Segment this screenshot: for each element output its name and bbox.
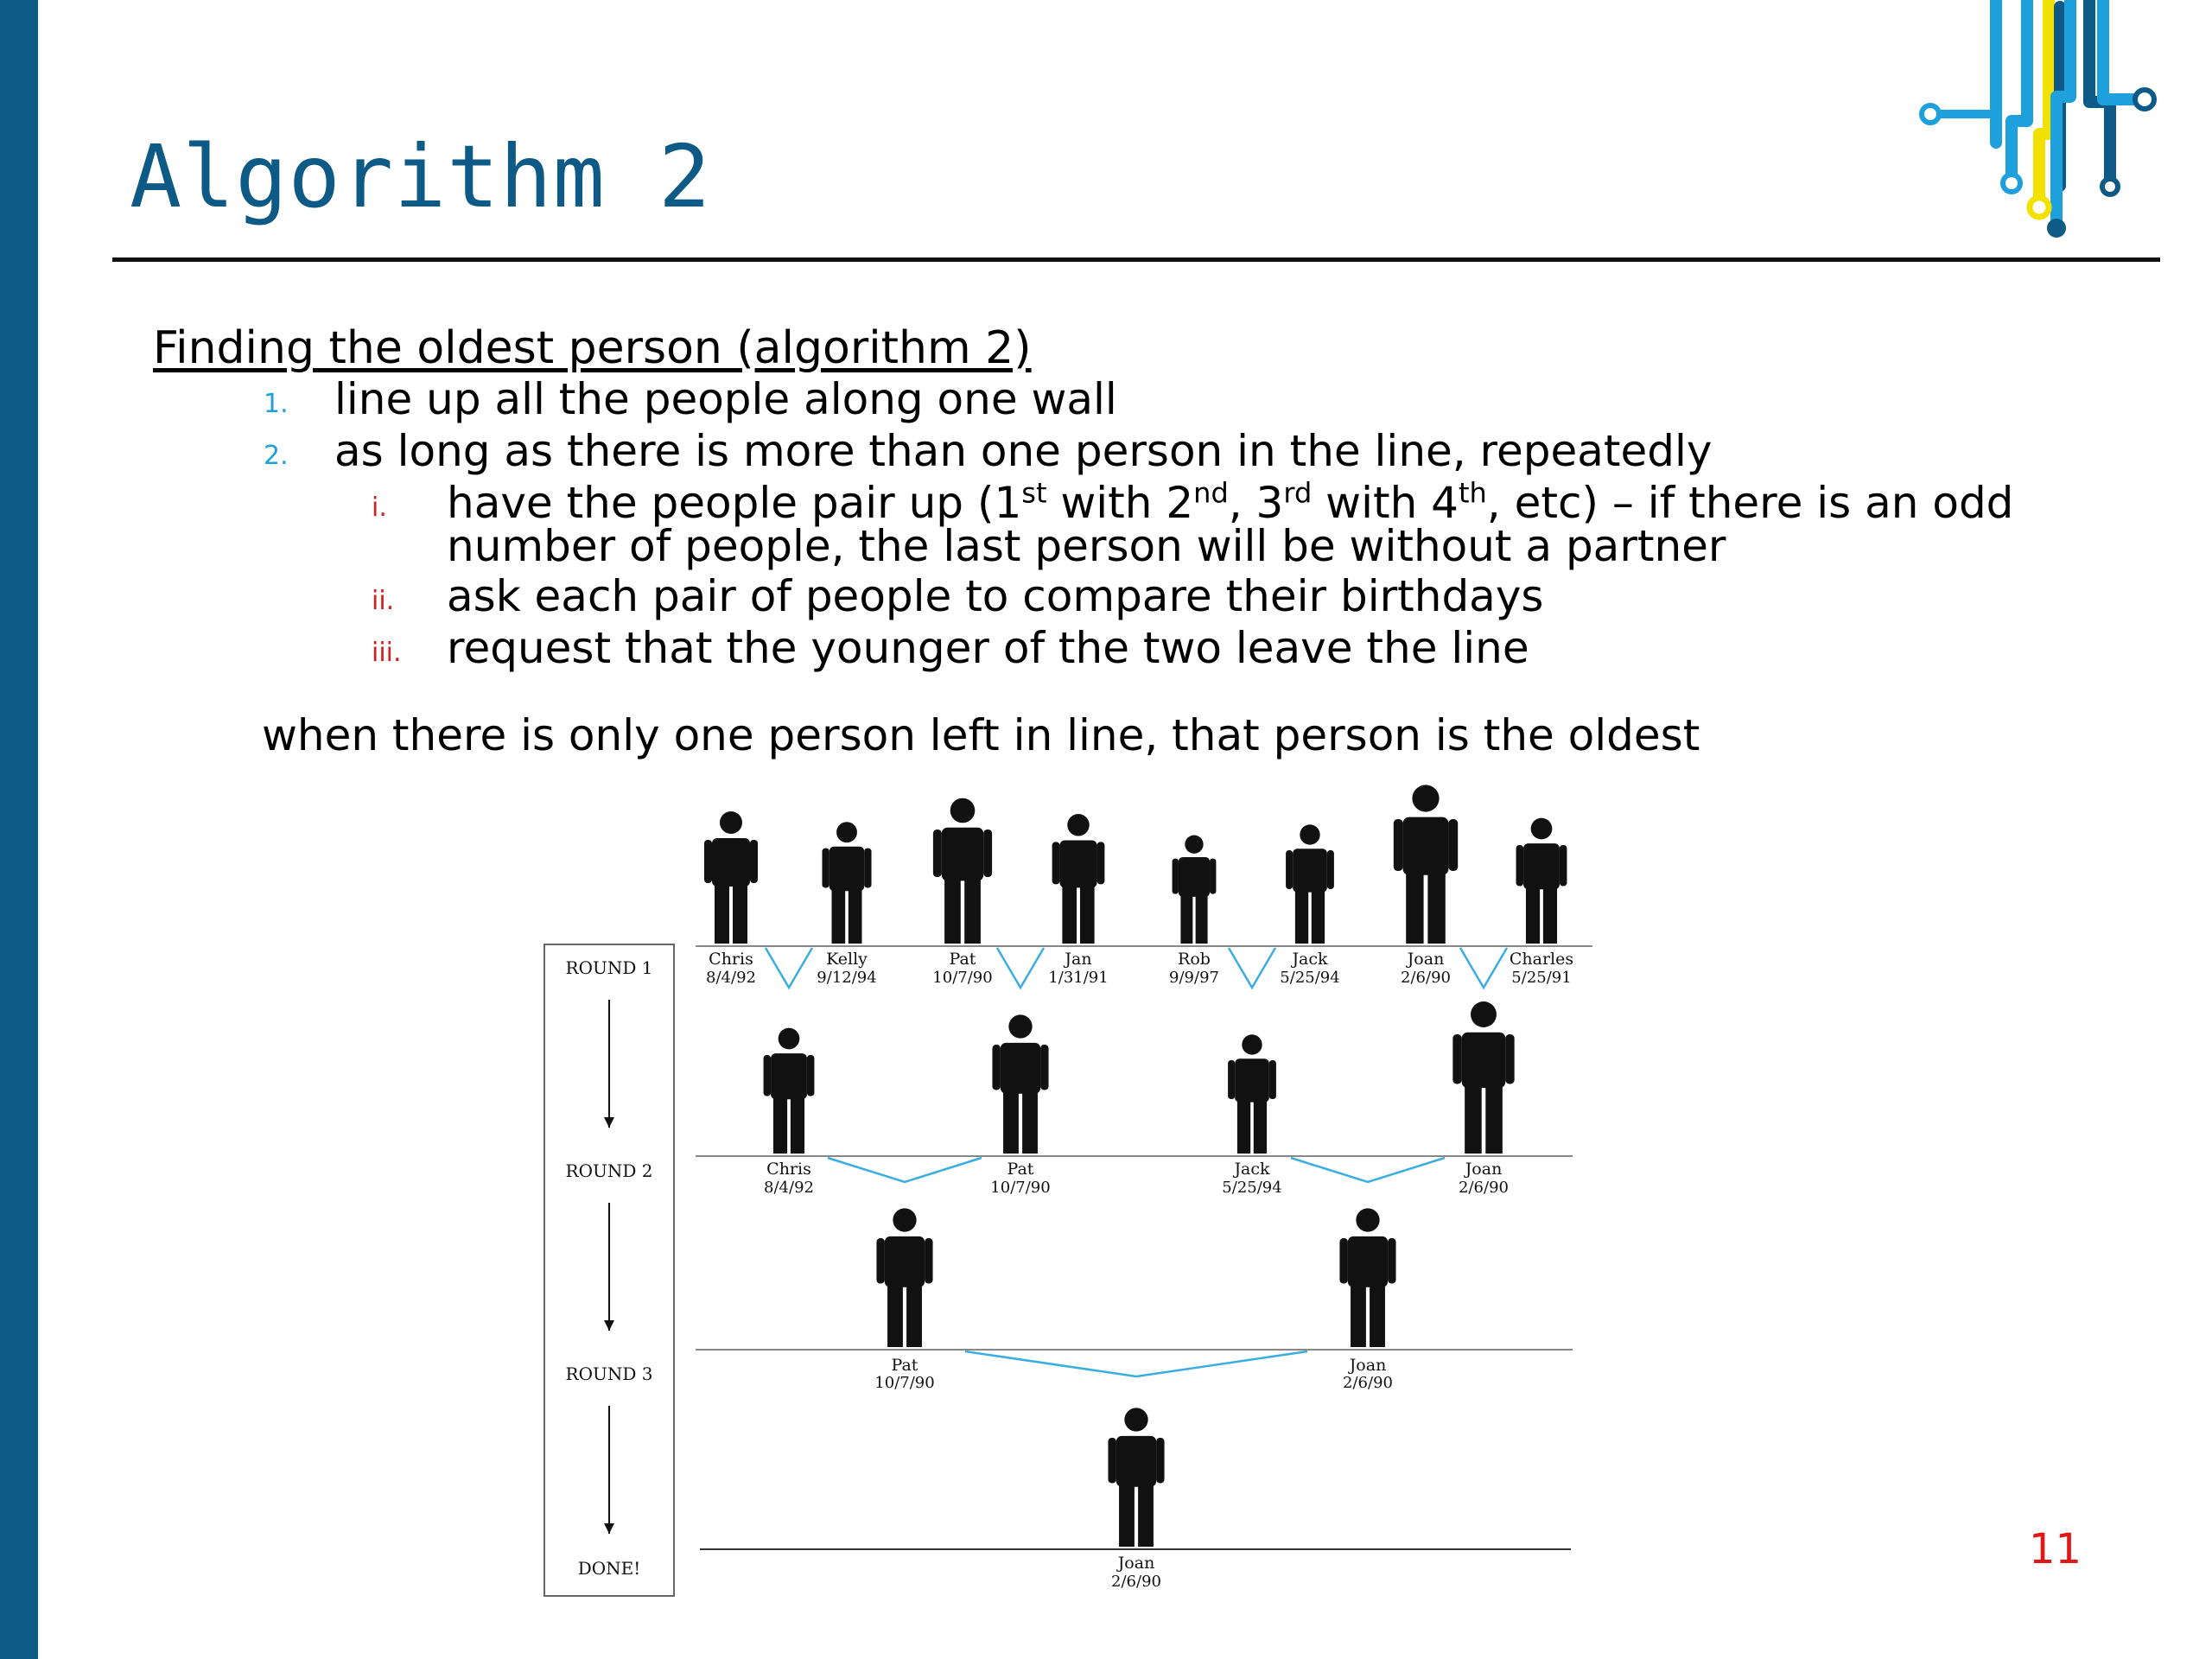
person-birthdate: 8/4/92 [764, 1179, 814, 1197]
person-icon [932, 798, 993, 944]
person-name: Chris [766, 1160, 811, 1179]
conclusion-text: when there is only one person left in li… [262, 710, 1700, 760]
person-name: Jack [1232, 1160, 1270, 1179]
person-name: Pat [892, 1356, 918, 1375]
person-name: Joan [1406, 950, 1445, 969]
pair-connector [1459, 947, 1509, 990]
person-icon [992, 1014, 1049, 1154]
pair-connector [1290, 1156, 1446, 1184]
round-label-box [543, 944, 675, 1597]
substep-text-continued: number of people, the last person will b… [447, 521, 1726, 571]
person-birthdate: 5/25/94 [1280, 969, 1339, 987]
person-icon [1339, 1208, 1396, 1347]
substep-text: have the people pair up (1st with 2nd, 3… [447, 476, 2014, 528]
step-number: 2. [264, 441, 289, 471]
person-icon [876, 1208, 933, 1347]
pair-connector [764, 947, 814, 990]
substep-number: iii. [372, 638, 402, 668]
person-name: Jack [1290, 950, 1328, 969]
circuit-logo-icon [1919, 0, 2157, 238]
person-icon [1228, 1034, 1276, 1154]
person-icon [763, 1027, 815, 1154]
person-name: Jan [1063, 950, 1091, 969]
substep-text: ask each pair of people to compare their… [447, 571, 1544, 621]
round-label: ROUND 1 [566, 957, 653, 978]
substep-number: ii. [372, 586, 395, 616]
person-birthdate: 9/12/94 [817, 969, 876, 987]
step-number: 1. [264, 389, 289, 419]
person-birthdate: 2/6/90 [1401, 969, 1451, 987]
person-birthdate: 5/25/94 [1222, 1179, 1281, 1197]
person-icon [822, 822, 872, 944]
section-heading: Finding the oldest person (algorithm 2) [153, 322, 1032, 374]
person-icon [1052, 814, 1105, 944]
pair-connector [995, 947, 1046, 990]
person-icon [1516, 817, 1567, 944]
arrowhead-icon [604, 1523, 614, 1534]
person-name: Joan [1348, 1356, 1387, 1375]
person-birthdate: 10/7/90 [874, 1374, 934, 1392]
left-accent-bar [0, 0, 38, 1659]
page-number: 11 [2029, 1525, 2082, 1573]
title-divider [112, 257, 2160, 262]
pair-connector [1227, 947, 1277, 990]
person-icon [1172, 835, 1217, 944]
slide-title: Algorithm 2 [130, 126, 712, 227]
person-name: Pat [950, 950, 976, 969]
round-label: ROUND 3 [566, 1363, 653, 1384]
arrowhead-icon [604, 1320, 614, 1331]
person-birthdate: 2/6/90 [1111, 1573, 1161, 1591]
substep-text: request that the younger of the two leav… [447, 623, 1529, 673]
person-name: Joan [1464, 1160, 1503, 1179]
person-name: Pat [1007, 1160, 1034, 1179]
step-text: line up all the people along one wall [334, 374, 1117, 424]
person-birthdate: 10/7/90 [990, 1179, 1050, 1197]
person-name: Charles [1510, 950, 1573, 969]
substep-number: i. [372, 493, 387, 523]
person-name: Chris [709, 950, 753, 969]
pair-connector [964, 1350, 1308, 1378]
person-icon [1452, 1001, 1515, 1154]
round-label: DONE! [578, 1558, 641, 1579]
person-birthdate: 2/6/90 [1459, 1179, 1509, 1197]
pair-connector [827, 1156, 982, 1184]
person-name: Rob [1178, 950, 1211, 969]
round-label: ROUND 2 [566, 1160, 653, 1181]
person-icon [704, 811, 758, 944]
person-icon [1393, 785, 1459, 944]
arrowhead-icon [604, 1117, 614, 1128]
person-birthdate: 1/31/91 [1048, 969, 1108, 987]
person-icon [1108, 1408, 1165, 1547]
person-birthdate: 5/25/91 [1511, 969, 1571, 987]
person-name: Kelly [826, 950, 868, 969]
person-name: Joan [1116, 1554, 1155, 1573]
step-text: as long as there is more than one person… [334, 426, 1713, 476]
person-birthdate: 10/7/90 [932, 969, 992, 987]
person-birthdate: 2/6/90 [1343, 1374, 1393, 1392]
person-birthdate: 8/4/92 [706, 969, 756, 987]
person-birthdate: 9/9/97 [1169, 969, 1219, 987]
person-icon [1286, 824, 1334, 944]
